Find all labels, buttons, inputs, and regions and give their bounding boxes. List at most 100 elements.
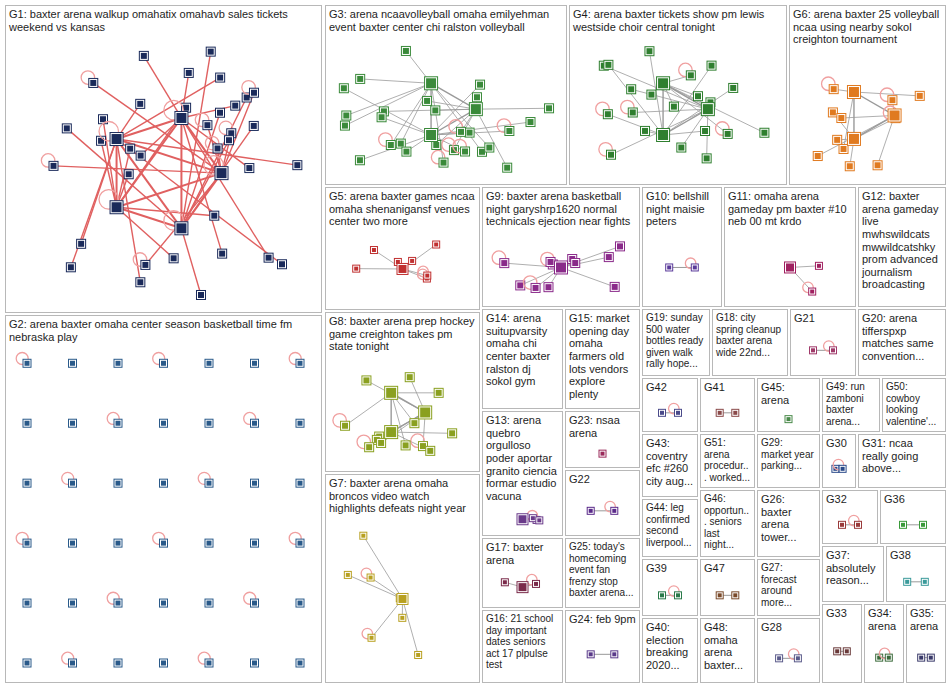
group-box: G47: [700, 559, 755, 616]
vertex-avatar: [658, 130, 668, 140]
self-loop: [685, 258, 696, 269]
vertex-avatar: [252, 601, 257, 606]
group-box: G25: today's homecoming event fan frenzy…: [565, 538, 640, 608]
vertex-avatar: [126, 171, 132, 177]
vertex-avatar: [251, 90, 257, 96]
vertex-frame: [675, 409, 682, 416]
group-label: G36: [884, 493, 942, 506]
group-label: G48: omaha arena baxter...: [704, 621, 751, 672]
vertex-frame: [23, 359, 31, 367]
vertex-frame: [136, 278, 145, 287]
vertex-frame: [69, 359, 77, 367]
group-box: G3: arena ncaavolleyball omaha emilyehma…: [325, 5, 567, 185]
vertex-avatar: [815, 153, 821, 159]
vertex-frame: [251, 479, 259, 487]
vertex-avatar: [531, 516, 535, 520]
vertex-avatar: [841, 467, 845, 471]
group-box: G10: bellshill night maisie peters: [642, 187, 722, 307]
vertex-frame: [141, 260, 150, 269]
vertex-frame: [686, 71, 695, 80]
vertex-avatar: [68, 264, 74, 270]
vertex-frame: [62, 124, 71, 133]
group-box: G38: [886, 546, 946, 602]
vertex-frame: [251, 419, 259, 427]
network-edge: [382, 117, 431, 135]
vertex-avatar: [434, 243, 438, 247]
group-box: G41: [700, 378, 755, 432]
group-box: G12: baxter arena gameday live mwhswildc…: [858, 187, 946, 307]
group-box: G6: arena baxter 25 volleyball ncaa usin…: [789, 5, 946, 185]
vertex-avatar: [556, 262, 566, 272]
vertex-avatar: [519, 515, 527, 523]
group-label: G24: feb 9pm: [569, 613, 636, 626]
vertex-avatar: [386, 427, 396, 437]
vertex-frame: [402, 147, 411, 156]
vertex-frame: [114, 539, 122, 547]
vertex-frame: [224, 136, 233, 145]
network-edge: [854, 92, 920, 96]
vertex-avatar: [217, 110, 223, 116]
vertex-frame: [461, 147, 470, 156]
vertex-avatar: [458, 129, 464, 135]
vertex-frame: [397, 263, 408, 274]
vertex-avatar: [830, 109, 836, 115]
self-loop: [541, 252, 555, 266]
group-label: G45: arena: [761, 381, 816, 406]
vertex-avatar: [252, 481, 257, 486]
vertex-avatar: [831, 86, 837, 92]
vertex-avatar: [400, 616, 404, 620]
vertex-avatar: [25, 481, 30, 486]
vertex-avatar: [849, 87, 859, 97]
vertex-avatar: [548, 259, 554, 265]
network-edge: [431, 83, 489, 147]
vertex-frame: [23, 479, 31, 487]
vertex-avatar: [207, 661, 212, 666]
group-box: G24: feb 9pm: [565, 610, 640, 683]
vertex-frame: [196, 290, 205, 299]
vertex-avatar: [25, 361, 30, 366]
group-box: G39: [642, 559, 698, 616]
vertex-frame: [365, 443, 374, 452]
vertex-frame: [645, 47, 654, 56]
vertex-frame: [604, 60, 613, 69]
group-label: G10: bellshill night maisie peters: [646, 190, 718, 228]
vertex-avatar: [116, 481, 121, 486]
vertex-frame: [732, 409, 739, 416]
vertex-frame: [677, 143, 686, 152]
vertex-frame: [296, 359, 304, 367]
vertex-frame: [139, 51, 148, 60]
network-edge: [117, 139, 182, 228]
vertex-frame: [694, 92, 703, 101]
vertex-avatar: [733, 411, 737, 415]
vertex-frame: [873, 161, 882, 170]
vertex-avatar: [204, 122, 210, 128]
vertex-frame: [503, 163, 512, 172]
vertex-frame: [124, 170, 133, 179]
network-edge: [348, 575, 403, 599]
vertex-avatar: [875, 162, 881, 168]
group-box: G35: arena: [906, 604, 946, 683]
vertex-avatar: [399, 595, 407, 603]
vertex-frame: [251, 539, 259, 547]
vertex-frame: [555, 261, 568, 274]
vertex-frame: [245, 164, 254, 173]
vertex-avatar: [70, 481, 75, 486]
vertex-frame: [599, 450, 606, 457]
group-box: G29: market year parking...: [757, 434, 820, 488]
vertex-frame: [401, 46, 410, 55]
vertex-frame: [641, 126, 650, 135]
vertex-frame: [505, 126, 514, 135]
vertex-avatar: [116, 361, 121, 366]
vertex-avatar: [398, 141, 404, 147]
vertex-avatar: [432, 107, 438, 113]
network-edge: [841, 115, 894, 118]
group-label: G1: baxter arena walkup omahatix omahavb…: [9, 8, 318, 33]
vertex-frame: [409, 257, 416, 264]
vertex-frame: [296, 659, 304, 667]
vertex-frame: [657, 77, 670, 90]
group-box: G31: ncaa really going above...: [858, 434, 946, 488]
vertex-avatar: [856, 523, 860, 527]
group-box: G27: forecast around more...: [757, 559, 820, 616]
vertex-frame: [536, 517, 543, 524]
self-loop: [361, 568, 372, 579]
